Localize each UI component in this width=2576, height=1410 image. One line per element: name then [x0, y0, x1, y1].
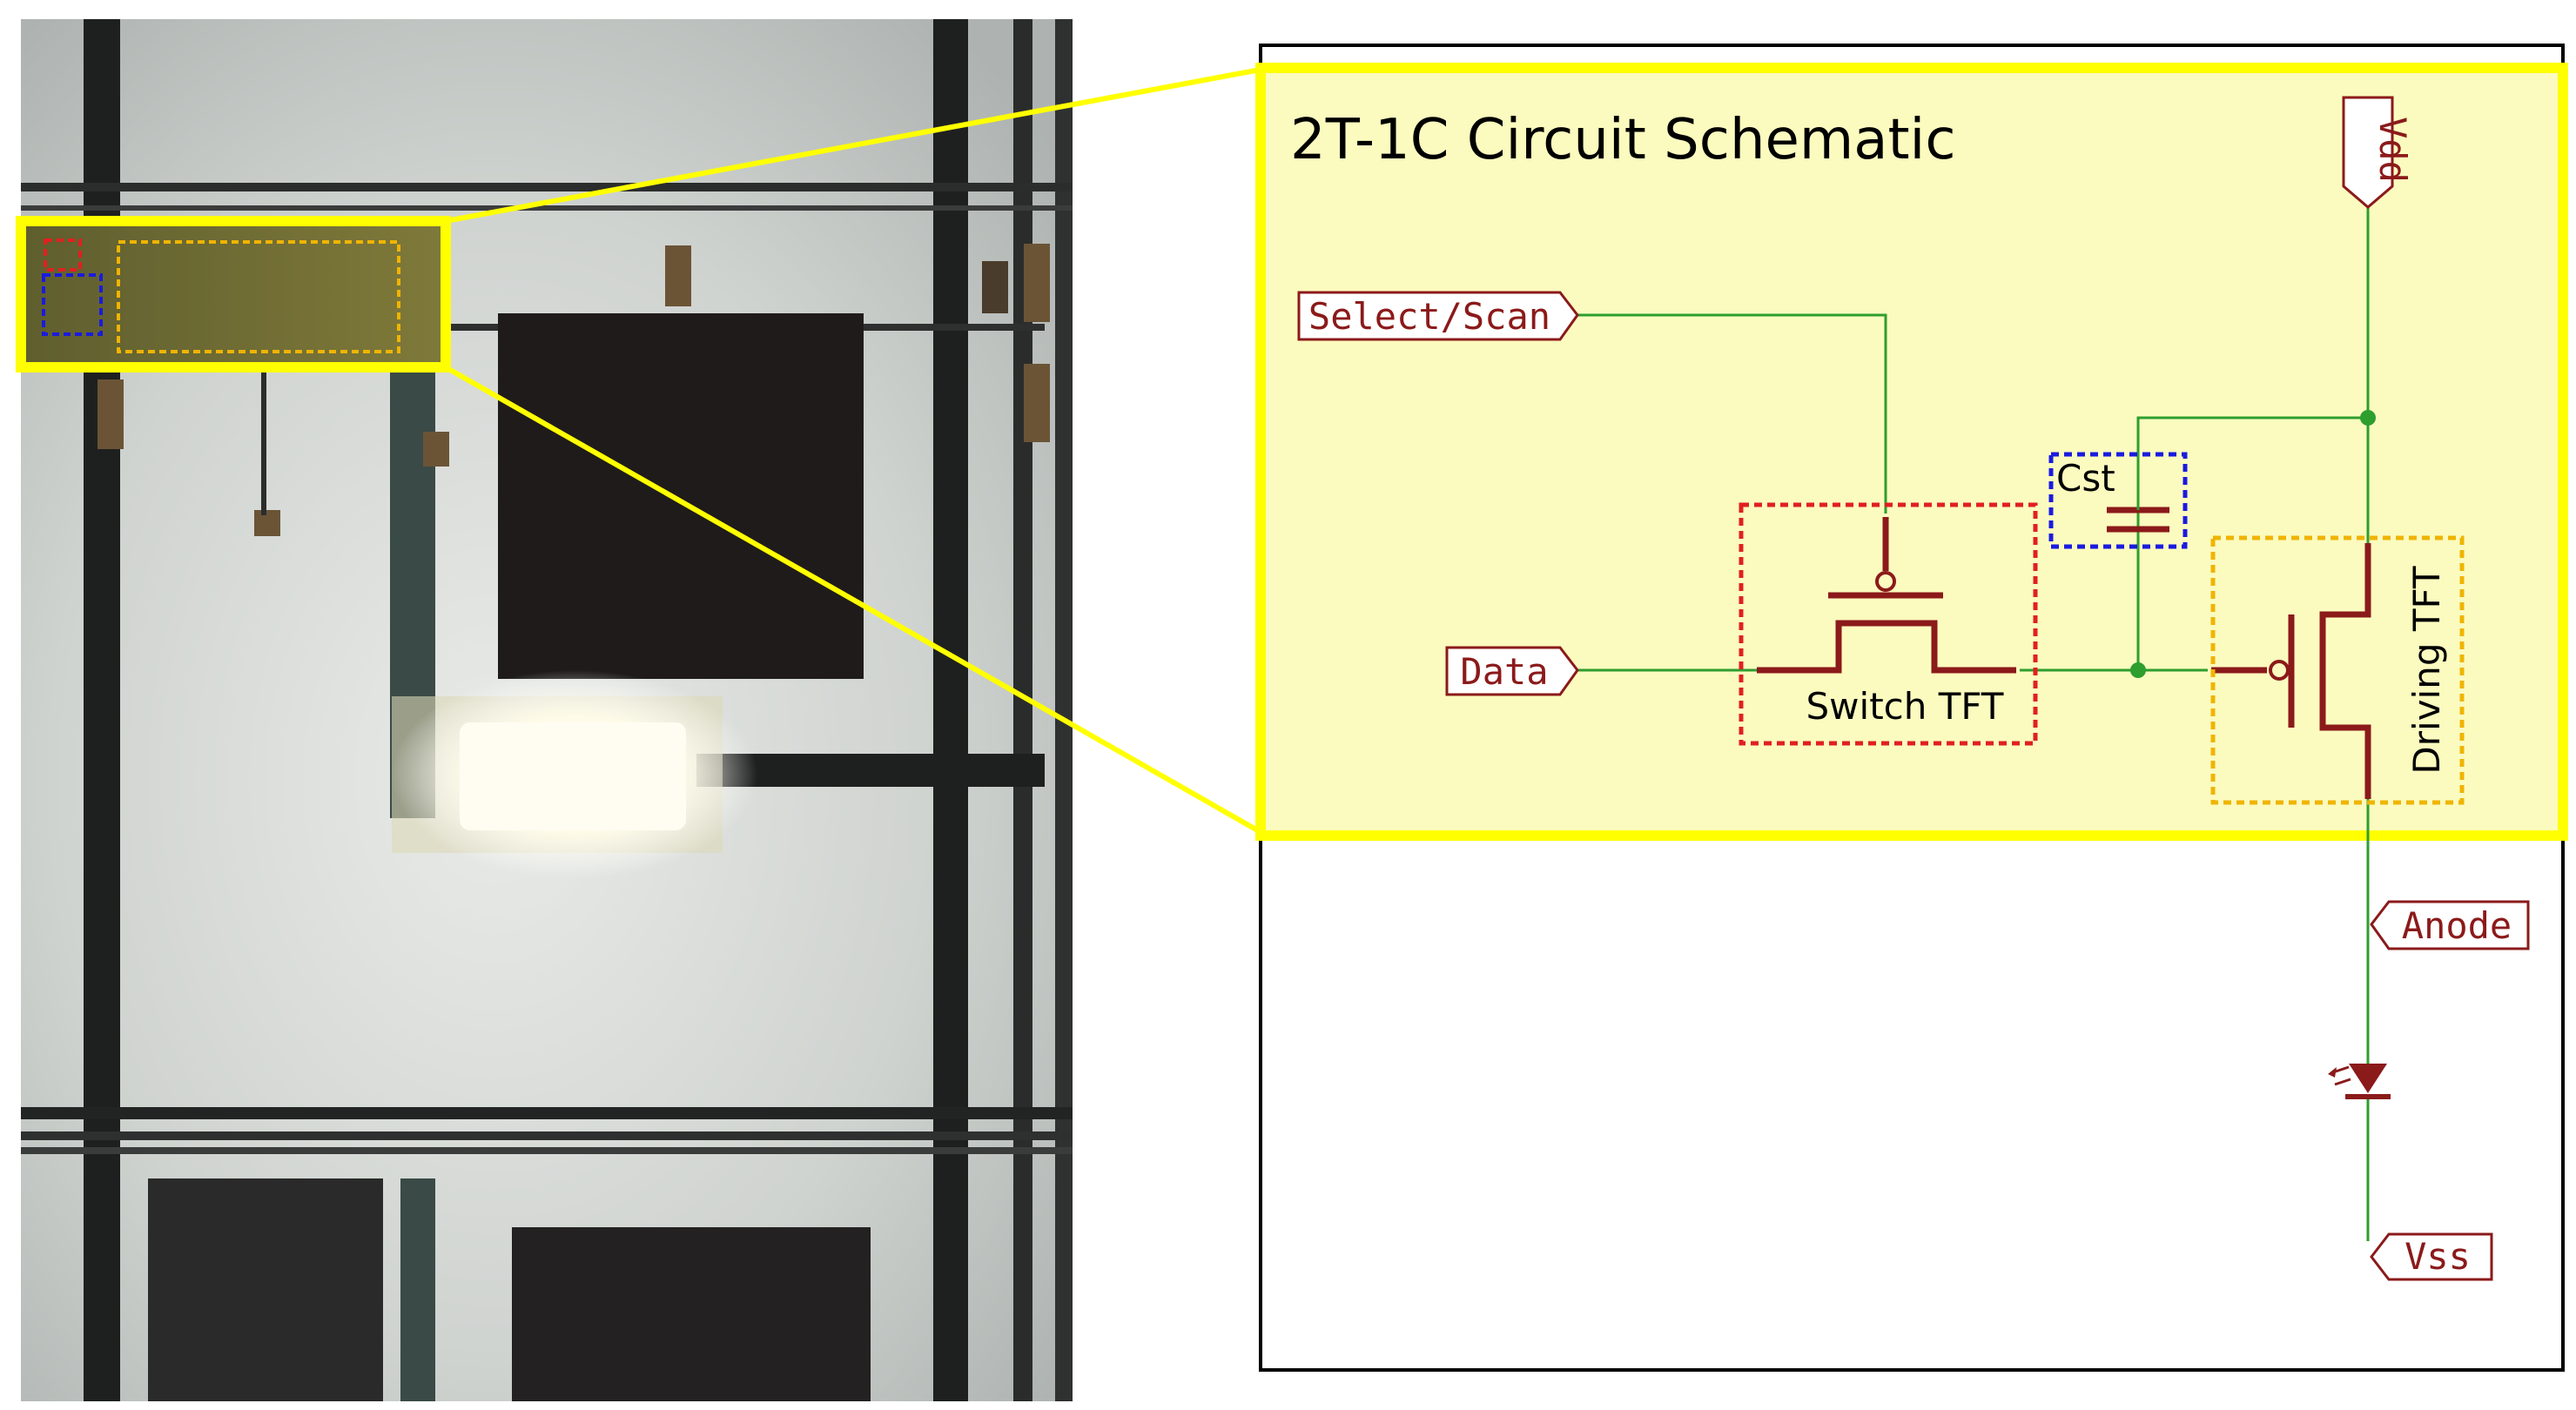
port-data: Data: [1445, 646, 1579, 696]
photo-red-marker: [44, 238, 82, 272]
switch-tft-label: Switch TFT: [1806, 685, 2004, 728]
switch-tft-symbol: [1757, 517, 2016, 674]
zoom-line-top: [445, 67, 1261, 224]
photo-orange-marker: [117, 240, 400, 353]
svg-text:Vss: Vss: [2404, 1235, 2471, 1278]
capacitor-label: Cst: [2056, 457, 2115, 500]
svg-text:Data: Data: [1460, 650, 1548, 693]
svg-text:Anode: Anode: [2402, 904, 2512, 947]
zoom-line-bottom: [444, 365, 1262, 835]
svg-text:Select/Scan: Select/Scan: [1308, 295, 1550, 338]
port-vss: Vss: [2370, 1232, 2493, 1281]
led-diode-icon: [2328, 1064, 2391, 1099]
switch-tft-box: [1739, 502, 2038, 746]
driving-tft-label: Driving TFT: [2405, 566, 2448, 775]
capacitor-box: [2048, 452, 2188, 549]
port-vdd: Vdd: [2342, 96, 2414, 209]
oled-panel-micrograph: [21, 19, 1073, 1401]
svg-text:Vdd: Vdd: [2371, 117, 2414, 183]
circuit-wires: [1577, 207, 2376, 1241]
schematic-title: 2T-1C Circuit Schematic: [1290, 108, 1956, 172]
photo-blue-marker: [42, 273, 103, 336]
driving-tft-box: [2210, 535, 2465, 805]
port-select-scan: Select/Scan: [1297, 291, 1579, 341]
schematic-highlight-area: [1255, 63, 2568, 841]
photo-highlight-box: [16, 216, 451, 373]
driving-tft-symbol: [2211, 543, 2371, 799]
capacitor-cst: [2107, 418, 2169, 533]
port-anode: Anode: [2370, 900, 2530, 950]
